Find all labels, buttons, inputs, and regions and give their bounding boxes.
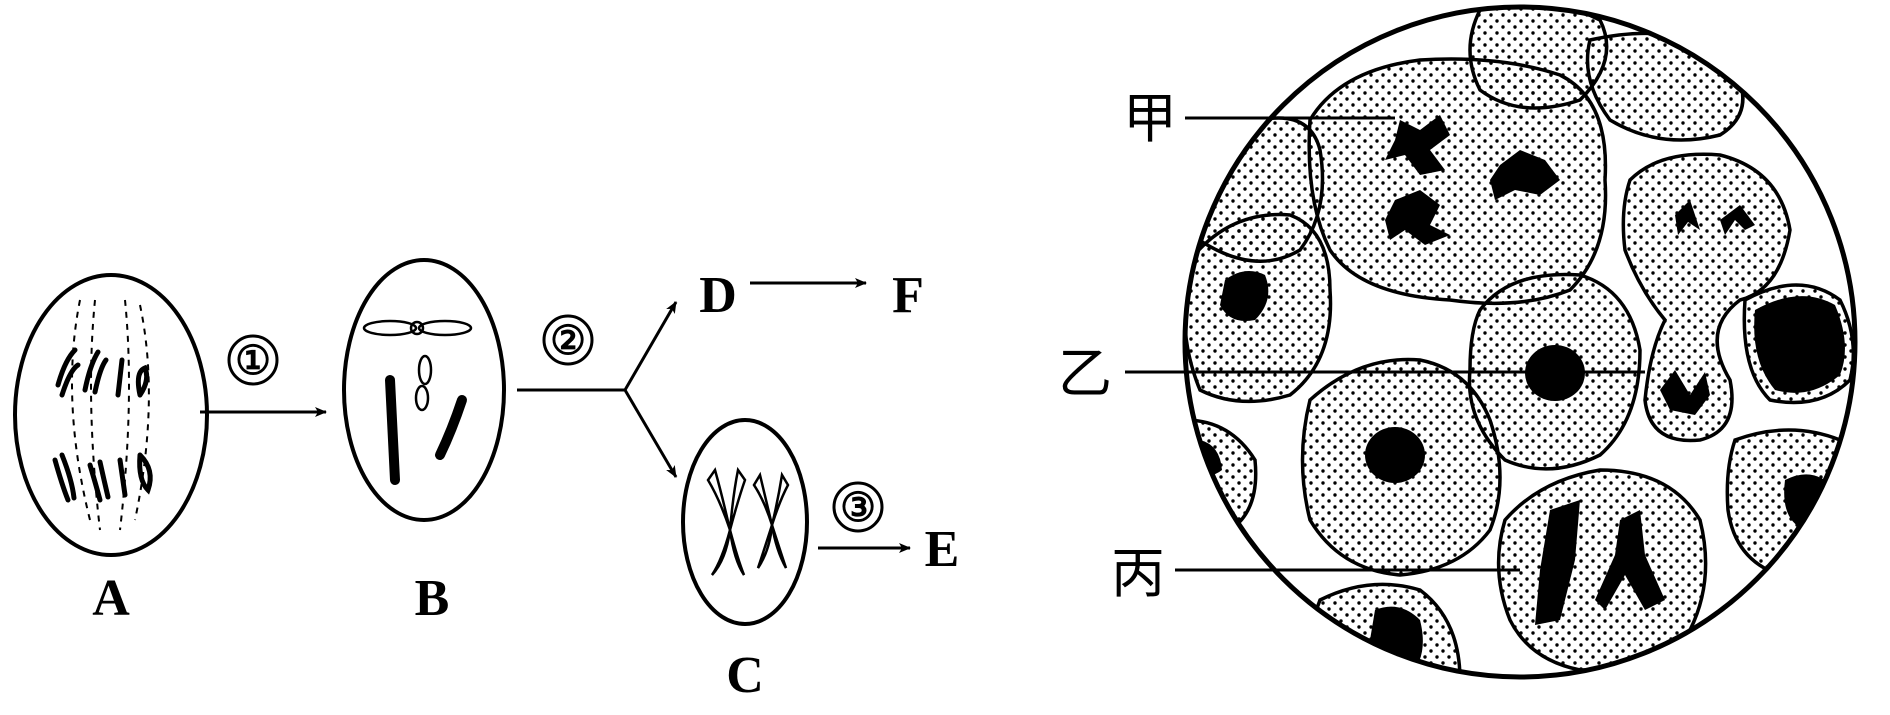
step-2-circle bbox=[542, 314, 594, 366]
process-diagram: A ① B ② D F bbox=[13, 258, 960, 704]
label-e: E bbox=[925, 521, 960, 578]
label-c: C bbox=[726, 647, 764, 704]
label-a: A bbox=[92, 570, 130, 627]
label-b: B bbox=[415, 570, 450, 627]
cell-jia bbox=[1307, 57, 1608, 306]
label-bing: 丙 bbox=[1111, 542, 1165, 605]
label-f: F bbox=[892, 267, 924, 324]
step-1-label: ① bbox=[235, 338, 271, 383]
label-d: D bbox=[699, 267, 737, 324]
cell-b bbox=[342, 258, 506, 522]
label-jia: 甲 bbox=[1123, 87, 1177, 150]
arrow-2-to-d bbox=[623, 301, 678, 391]
cell-c bbox=[681, 418, 809, 626]
field-of-view-circle bbox=[1182, 4, 1858, 680]
label-yi: 乙 bbox=[1058, 342, 1112, 405]
step-1-circle bbox=[227, 334, 279, 386]
cell-a bbox=[13, 273, 209, 557]
step-3-label: ③ bbox=[840, 485, 876, 530]
step-3-circle bbox=[832, 481, 884, 533]
arrow-2-to-c bbox=[623, 389, 678, 478]
micrograph: 甲 乙 丙 bbox=[1058, 4, 1858, 680]
step-2-label: ② bbox=[550, 318, 586, 363]
